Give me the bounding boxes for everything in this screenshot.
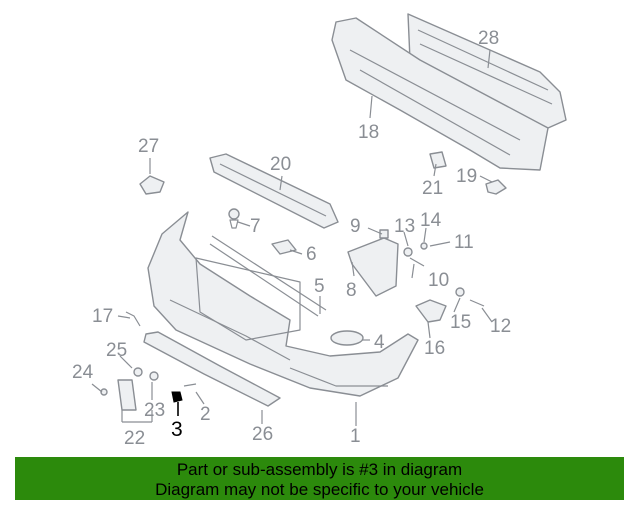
part-22-bracket xyxy=(117,379,137,411)
part-18-absorber xyxy=(331,17,549,171)
callout-16: 16 xyxy=(424,338,445,359)
part-25-nut xyxy=(133,367,143,377)
callout-6: 6 xyxy=(306,244,317,265)
part-5-strip xyxy=(209,243,319,317)
callout-17: 17 xyxy=(92,306,113,327)
banner-line-1: Part or sub-assembly is #3 in diagram xyxy=(176,460,463,479)
callout-14: 14 xyxy=(420,210,442,231)
callout-21: 21 xyxy=(422,178,443,199)
part-17-harness xyxy=(125,311,141,327)
callout-7: 7 xyxy=(250,216,261,237)
part-2-screw xyxy=(183,383,197,387)
part-9-nut xyxy=(379,229,389,239)
part-27-plate xyxy=(139,175,165,195)
callout-8: 8 xyxy=(346,280,357,301)
callout-25: 25 xyxy=(106,340,127,361)
callout-2: 2 xyxy=(200,404,211,425)
part-12-screw xyxy=(469,299,485,307)
part-7-pin xyxy=(228,208,240,229)
callout-13: 13 xyxy=(394,216,415,237)
callout-28: 28 xyxy=(478,28,499,49)
callout-9: 9 xyxy=(350,216,361,237)
part-20-upper-support xyxy=(209,153,339,229)
callout-22: 22 xyxy=(124,428,145,449)
part-13-washer xyxy=(403,247,413,257)
banner-line-2: Diagram may not be specific to your vehi… xyxy=(155,480,484,499)
part-15-nut xyxy=(455,287,465,297)
callout-19: 19 xyxy=(456,166,477,187)
part-6-clip xyxy=(271,239,297,255)
part-26-spoiler xyxy=(143,331,281,407)
callout-23: 23 xyxy=(144,400,165,421)
part-1-bumper-cover xyxy=(147,211,419,397)
part-21-clip xyxy=(429,151,447,169)
callout-12: 12 xyxy=(490,316,511,337)
callout-1: 1 xyxy=(350,426,361,447)
callout-4: 4 xyxy=(374,332,385,353)
callout-10: 10 xyxy=(428,270,449,291)
part-24-bolt xyxy=(100,388,108,396)
callout-11: 11 xyxy=(454,232,474,253)
part-10-bolt xyxy=(409,257,425,267)
callout-15: 15 xyxy=(450,312,471,333)
info-banner: Part or sub-assembly is #3 in diagram Di… xyxy=(15,457,624,500)
callout-3: 3 xyxy=(171,418,183,441)
callout-20: 20 xyxy=(270,154,291,175)
part-14-nut xyxy=(420,242,428,250)
callout-5: 5 xyxy=(314,276,325,297)
part-23-nut xyxy=(149,371,159,381)
part-19-fastener xyxy=(485,179,507,195)
callout-27: 27 xyxy=(138,136,159,157)
part-16-bracket xyxy=(415,299,447,323)
parts-diagram: 28 18 27 20 19 21 14 9 7 13 11 6 10 5 8 … xyxy=(72,13,567,449)
callout-24: 24 xyxy=(72,362,94,383)
callout-26: 26 xyxy=(252,424,273,445)
part-8-bracket xyxy=(347,237,399,297)
leader-lines xyxy=(91,49,493,426)
callout-18: 18 xyxy=(358,122,379,143)
part-3-clip xyxy=(171,391,183,403)
part-4-cover xyxy=(330,330,364,346)
